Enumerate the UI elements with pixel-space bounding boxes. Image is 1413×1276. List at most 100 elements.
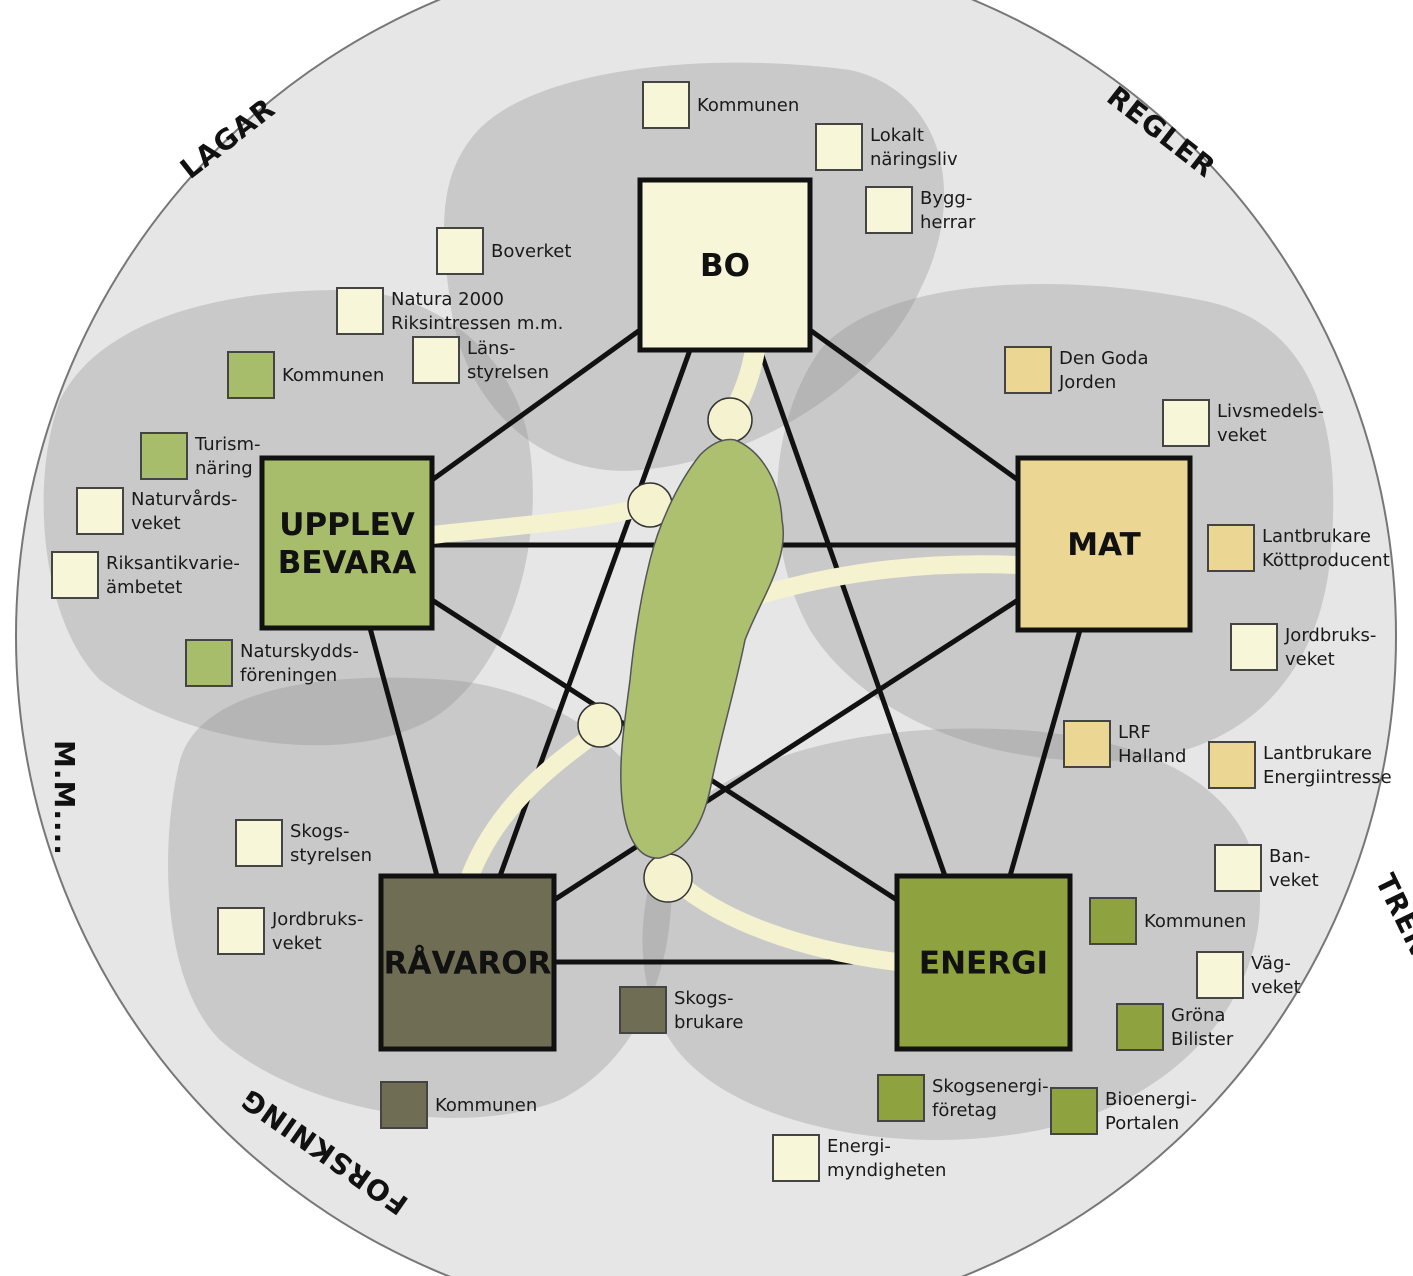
actor-box xyxy=(619,986,667,1034)
actor-bo-kommunen: Kommunen xyxy=(642,81,799,129)
actor-box xyxy=(1004,346,1052,394)
actor-label: Lantbrukare xyxy=(1262,526,1371,547)
actor-label: Läns- xyxy=(467,338,515,359)
hub-energi: ENERGI xyxy=(894,873,1073,1052)
actor-box xyxy=(76,487,124,535)
actor-up-naturvard: Naturvårds-veket xyxy=(76,487,237,535)
hand-bo xyxy=(707,397,753,443)
actor-box xyxy=(227,351,275,399)
actor-label: Natura 2000 xyxy=(391,289,504,310)
hub-box-energi xyxy=(894,873,1073,1052)
actor-label: Halland xyxy=(1118,746,1186,767)
hub-ravaror: RÅVAROR xyxy=(378,873,557,1052)
actor-label: Skogs- xyxy=(674,988,734,1009)
actor-up-kommunen: Kommunen xyxy=(227,351,384,399)
actors: KommunenLokaltnäringslivBygg-herrarBover… xyxy=(51,81,1392,1182)
hub-label-upplev: UPPLEV xyxy=(279,507,415,543)
actor-bo-boverket: Boverket xyxy=(436,227,571,275)
actor-mat-jordbruk: Jordbruks-veket xyxy=(1230,623,1376,671)
actor-label: veket xyxy=(131,513,181,534)
actor-box xyxy=(185,639,233,687)
actor-label: Jorden xyxy=(1058,372,1116,393)
link-upplev-ravaror xyxy=(367,627,440,877)
actor-bo-lokalt: Lokalt näringsliv xyxy=(815,123,958,171)
actor-up-naturskydd: Naturskydds-föreningen xyxy=(185,639,359,687)
actor-mat-livsmedel: Livsmedels-veket xyxy=(1162,399,1324,447)
actor-box xyxy=(140,432,188,480)
actor-label: veket xyxy=(272,933,322,954)
actor-label: företag xyxy=(932,1100,997,1121)
actor-label: Köttproducent xyxy=(1262,550,1390,571)
link-mat-ravaror xyxy=(552,597,1020,903)
actor-label: ämbetet xyxy=(106,577,182,598)
actor-ra-skogsstyrelsen: Skogs-styrelsen xyxy=(235,819,372,867)
actor-label: Boverket xyxy=(491,241,571,262)
actor-ra-kommunen: Kommunen xyxy=(380,1081,537,1129)
actor-box xyxy=(877,1074,925,1122)
actor-bo-byggherrar: Bygg-herrar xyxy=(865,186,976,234)
actor-label: veket xyxy=(1217,425,1267,446)
actor-label: Portalen xyxy=(1105,1113,1179,1134)
actor-label: Den Goda xyxy=(1059,348,1148,369)
actor-label: myndigheten xyxy=(827,1160,946,1181)
actor-label: Bilister xyxy=(1171,1029,1234,1050)
actor-box xyxy=(642,81,690,129)
actor-label: veket xyxy=(1269,870,1319,891)
hub-label-energi: ENERGI xyxy=(919,946,1048,982)
link-mat-energi xyxy=(1007,629,1083,877)
actor-box xyxy=(336,287,384,335)
actor-en-skogsenergi: Skogsenergi-företag xyxy=(877,1074,1049,1122)
arms xyxy=(430,348,1019,971)
actor-label: Energiintresse xyxy=(1263,767,1392,788)
actor-box xyxy=(1230,623,1278,671)
sweden-map xyxy=(620,438,784,859)
actor-label: Lokalt xyxy=(870,125,924,146)
actor-label: Jordbruks- xyxy=(271,909,363,930)
actor-box xyxy=(1214,844,1262,892)
actor-label: Riksintressen m.m. xyxy=(391,313,563,334)
actor-box xyxy=(412,336,460,384)
actor-box xyxy=(1050,1087,1098,1135)
actor-label: näringsliv xyxy=(870,149,958,170)
actor-label: föreningen xyxy=(240,665,337,686)
actor-box xyxy=(865,186,913,234)
actor-box xyxy=(1162,399,1210,447)
actor-label: Turism- xyxy=(194,434,260,455)
actor-en-kommunen: Kommunen xyxy=(1089,897,1246,945)
actor-box xyxy=(1089,897,1137,945)
actor-label: herrar xyxy=(920,212,976,233)
hub-bo: BO xyxy=(637,177,813,353)
actor-up-turism: Turism-näring xyxy=(140,432,260,480)
actor-en-banveket: Ban-veket xyxy=(1214,844,1319,892)
actor-label: Kommunen xyxy=(1144,911,1246,932)
actor-up-riksantikvarie: Riksantikvarie-ämbetet xyxy=(51,551,240,599)
actor-label: Jordbruks- xyxy=(1284,625,1376,646)
actor-label: Bioenergi- xyxy=(1105,1089,1197,1110)
actor-box xyxy=(217,907,265,955)
actor-label: Livsmedels- xyxy=(1217,401,1324,422)
actor-label: Kommunen xyxy=(282,365,384,386)
actor-label: Kommunen xyxy=(435,1095,537,1116)
actor-label: LRF xyxy=(1118,722,1151,743)
actor-box xyxy=(1196,951,1244,999)
actor-label: näring xyxy=(195,458,253,479)
hub-label-upplev: BEVARA xyxy=(278,545,417,581)
actor-label: Naturvårds- xyxy=(131,489,237,510)
link-bo-mat xyxy=(808,327,1020,483)
actor-label: Väg- xyxy=(1251,953,1291,974)
hub-box-upplev xyxy=(259,455,435,631)
actor-en-bioenergi: Bioenergi- Portalen xyxy=(1050,1087,1197,1135)
label-trender: TRENDER OCH OPINION xyxy=(1369,869,1413,1233)
actor-mat-lrf: LRF Halland xyxy=(1063,720,1186,768)
hub-label-ravaror: RÅVAROR xyxy=(384,945,552,982)
actor-ra-jordbruk: Jordbruks-veket xyxy=(217,907,363,955)
hub-label-mat: MAT xyxy=(1067,527,1141,563)
actor-box xyxy=(1208,741,1256,789)
actor-box xyxy=(380,1081,428,1129)
